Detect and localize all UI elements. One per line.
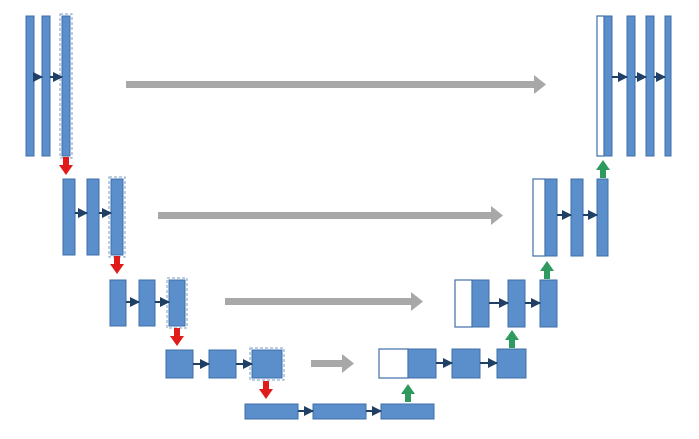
feature-map-block bbox=[451, 348, 481, 379]
skip-arrow-level-2 bbox=[158, 206, 503, 225]
feature-map-block bbox=[380, 403, 435, 420]
copied-feature-map bbox=[454, 279, 473, 328]
feature-map-block bbox=[165, 349, 194, 379]
feature-map-block bbox=[664, 15, 672, 157]
feature-map-block bbox=[539, 279, 558, 328]
decoder-level-2 bbox=[532, 178, 609, 257]
feature-map-block bbox=[507, 279, 526, 328]
upsample-arrow-2 bbox=[540, 261, 554, 279]
pool-arrow-2 bbox=[110, 256, 124, 274]
upsampled-feature-map bbox=[471, 279, 490, 328]
copied-feature-map bbox=[378, 348, 409, 379]
encoder-level-2 bbox=[62, 176, 126, 258]
skip-arrow-level-3 bbox=[225, 292, 423, 311]
skip-arrow-level-1 bbox=[126, 75, 546, 94]
feature-map-block bbox=[244, 403, 299, 420]
skip-connections bbox=[126, 75, 546, 373]
copied-feature-map bbox=[532, 178, 546, 257]
feature-map-block bbox=[41, 15, 51, 157]
encoder-level-1 bbox=[25, 13, 73, 159]
upsampled-feature-map bbox=[407, 348, 437, 379]
upsampled-feature-map bbox=[544, 178, 558, 257]
upsample-arrow-1 bbox=[596, 160, 610, 178]
skip-arrow-level-4 bbox=[311, 354, 354, 373]
upsample-arrow-3 bbox=[505, 330, 519, 348]
bottleneck bbox=[244, 403, 435, 420]
feature-map-block bbox=[596, 178, 609, 257]
decoder-level-3 bbox=[454, 279, 558, 328]
feature-map-block bbox=[168, 279, 186, 327]
feature-map-block bbox=[570, 178, 584, 257]
decoder-level-1 bbox=[596, 15, 672, 157]
encoder-level-4 bbox=[165, 347, 285, 381]
feature-map-block bbox=[61, 15, 71, 157]
feature-map-block bbox=[626, 15, 636, 157]
feature-map-block bbox=[208, 349, 237, 379]
feature-map-block bbox=[496, 348, 527, 379]
feature-map-block bbox=[110, 178, 124, 256]
feature-map-block bbox=[645, 15, 655, 157]
feature-map-block bbox=[62, 178, 76, 256]
pool-arrow-3 bbox=[170, 328, 184, 346]
upsample-arrow-4 bbox=[401, 384, 415, 402]
feature-map-block bbox=[86, 178, 100, 256]
decoder-level-4 bbox=[378, 348, 527, 379]
feature-map-block bbox=[138, 279, 156, 327]
pool-arrow-4 bbox=[259, 381, 273, 399]
pool-arrow-1 bbox=[59, 157, 73, 175]
feature-map-block bbox=[109, 279, 127, 327]
feature-map-block bbox=[25, 15, 35, 157]
copied-feature-map bbox=[596, 15, 605, 157]
upsampled-feature-map bbox=[603, 15, 613, 157]
feature-map-block bbox=[251, 349, 283, 379]
encoder-level-3 bbox=[109, 277, 188, 329]
feature-map-block bbox=[312, 403, 367, 420]
